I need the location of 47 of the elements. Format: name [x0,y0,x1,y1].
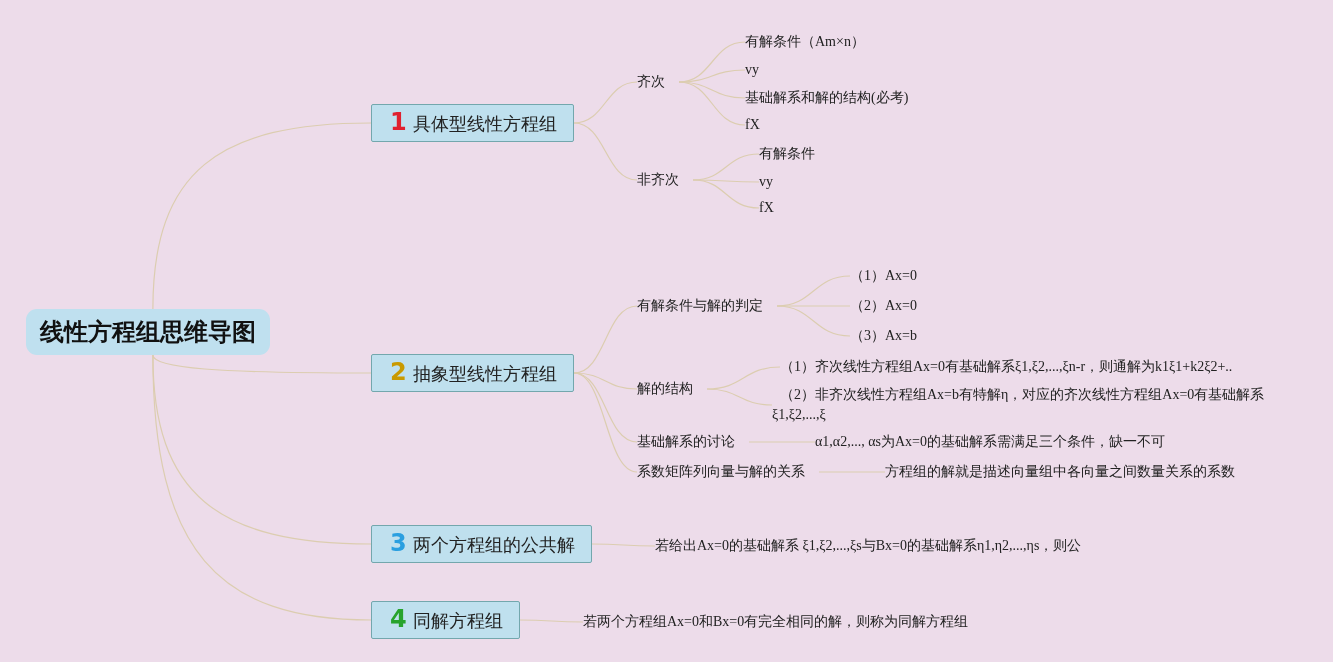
branch-text: （3）Ax=b [850,326,917,346]
branch-line [706,388,773,406]
topic-title: 同解方程组 [412,610,503,631]
branch-text: 基础解系的讨论 [637,432,735,452]
branch-text: fX [759,198,774,218]
branch-line [591,543,656,547]
topic-title: 两个方程组的公共解 [412,534,575,555]
branch-text: 若给出Ax=0的基础解系 ξ1,ξ2,...,ξs与Bx=0的基础解系η1,η2,...,ηs，则公 [655,536,1082,556]
topic-number: 2 [390,359,407,386]
topic-box [371,525,592,563]
branch-text: 有解条件 [759,144,815,164]
branch-text: 有解条件（Am×n） [745,32,865,52]
branch-text: （1）Ax=0 [850,266,917,286]
topic-box [371,601,520,639]
branch-text: 齐次 [637,72,665,92]
branch-text: （2）非齐次线性方程组Ax=b有特解η，对应的齐次线性方程组Ax=0有基础解系ξ1,ξ2,...,ξ [772,385,1272,425]
branch-text: 解的结构 [637,379,693,399]
branch-text: 若两个方程组Ax=0和Bx=0有完全相同的解，则称为同解方程组 [583,612,969,632]
branch-line [152,122,372,310]
branch-text: 系数矩阵列向量与解的关系 [637,462,805,482]
branch-text: vy [759,172,773,192]
branch-line [678,81,746,126]
topic-box [371,104,574,142]
branch-line [776,305,851,337]
branch-line [573,81,638,124]
branch-text: 非齐次 [637,170,679,190]
branch-text: vy [745,60,759,80]
branch-line [152,354,372,621]
topic-title: 具体型线性方程组 [412,113,557,134]
topic-box [371,354,574,392]
central-topic: 线性方程组思维导图 [26,309,270,355]
branch-line [519,619,584,623]
branch-text: fX [745,115,760,135]
branch-text: （1）齐次线性方程组Ax=0有基础解系ξ1,ξ2,...,ξn-r，则通解为k1ξ1+k2ξ2+.. [780,357,1233,377]
topic-number: 4 [390,606,407,633]
branch-line [692,179,760,209]
topic-number: 1 [390,109,407,136]
topic-title: 抽象型线性方程组 [412,363,557,384]
branch-line [573,122,638,181]
branch-line [678,81,746,99]
branch-line [152,354,372,374]
branch-text: （2）Ax=0 [850,296,917,316]
branch-text: 基础解系和解的结构(必考) [745,88,909,108]
branch-text: α1,α2,..., αs为Ax=0的基础解系需满足三个条件，缺一不可 [815,432,1165,452]
topic-number: 3 [390,530,407,557]
branch-text: 方程组的解就是描述向量组中各向量之间数量关系的系数 [885,462,1235,482]
branch-text: 有解条件与解的判定 [637,296,763,316]
